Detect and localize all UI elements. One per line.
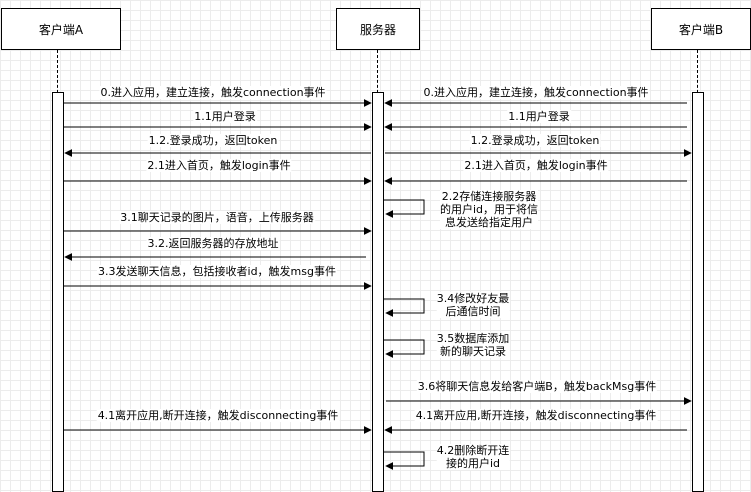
message-label-m12: 3.6将聊天信息发给客户端B，触发backMsg事件 — [416, 380, 658, 393]
message-label-m9: 3.1聊天记录的图片，语音，上传服务器 — [119, 211, 315, 224]
message-label-m4: 1.1用户登录 — [507, 110, 571, 123]
message-label-m1: 0.进入应用，建立连接，触发connection事件 — [99, 86, 327, 99]
self-message-note-n2: 3.4修改好友最 后通信时间 — [436, 292, 510, 318]
message-label-m2: 0.进入应用，建立连接，触发connection事件 — [422, 86, 650, 99]
message-label-m7: 2.1进入首页，触发login事件 — [146, 159, 292, 172]
message-label-m8: 2.1进入首页，触发login事件 — [463, 159, 609, 172]
message-label-m11: 3.3发送聊天信息，包括接收者id，触发msg事件 — [97, 265, 337, 278]
participant-client-b[interactable]: 客户端B — [651, 8, 751, 50]
message-label-m13: 4.1离开应用,断开连接，触发disconnecting事件 — [96, 409, 340, 422]
self-arrow-n3[interactable] — [384, 339, 425, 358]
self-message-note-n1: 2.2存储连接服务器 的用户id，用于将信 息发送给指定用户 — [439, 190, 539, 229]
participant-server[interactable]: 服务器 — [336, 8, 420, 50]
self-arrow-n2[interactable] — [384, 298, 425, 317]
self-message-note-n4: 4.2删除断开连 接的用户id — [436, 444, 510, 470]
participant-client-a[interactable]: 客户端A — [1, 8, 121, 50]
message-label-m5: 1.2.登录成功，返回token — [147, 134, 279, 147]
message-label-m6: 1.2.登录成功，返回token — [469, 134, 601, 147]
self-arrow-n1[interactable] — [384, 199, 425, 218]
self-arrow-n4[interactable] — [384, 451, 425, 470]
message-label-m10: 3.2.返回服务器的存放地址 — [146, 237, 280, 250]
message-label-m14: 4.1离开应用,断开连接，触发disconnecting事件 — [414, 409, 658, 422]
self-message-note-n3: 3.5数据库添加 新的聊天记录 — [436, 332, 510, 358]
message-label-m3: 1.1用户登录 — [193, 110, 257, 123]
